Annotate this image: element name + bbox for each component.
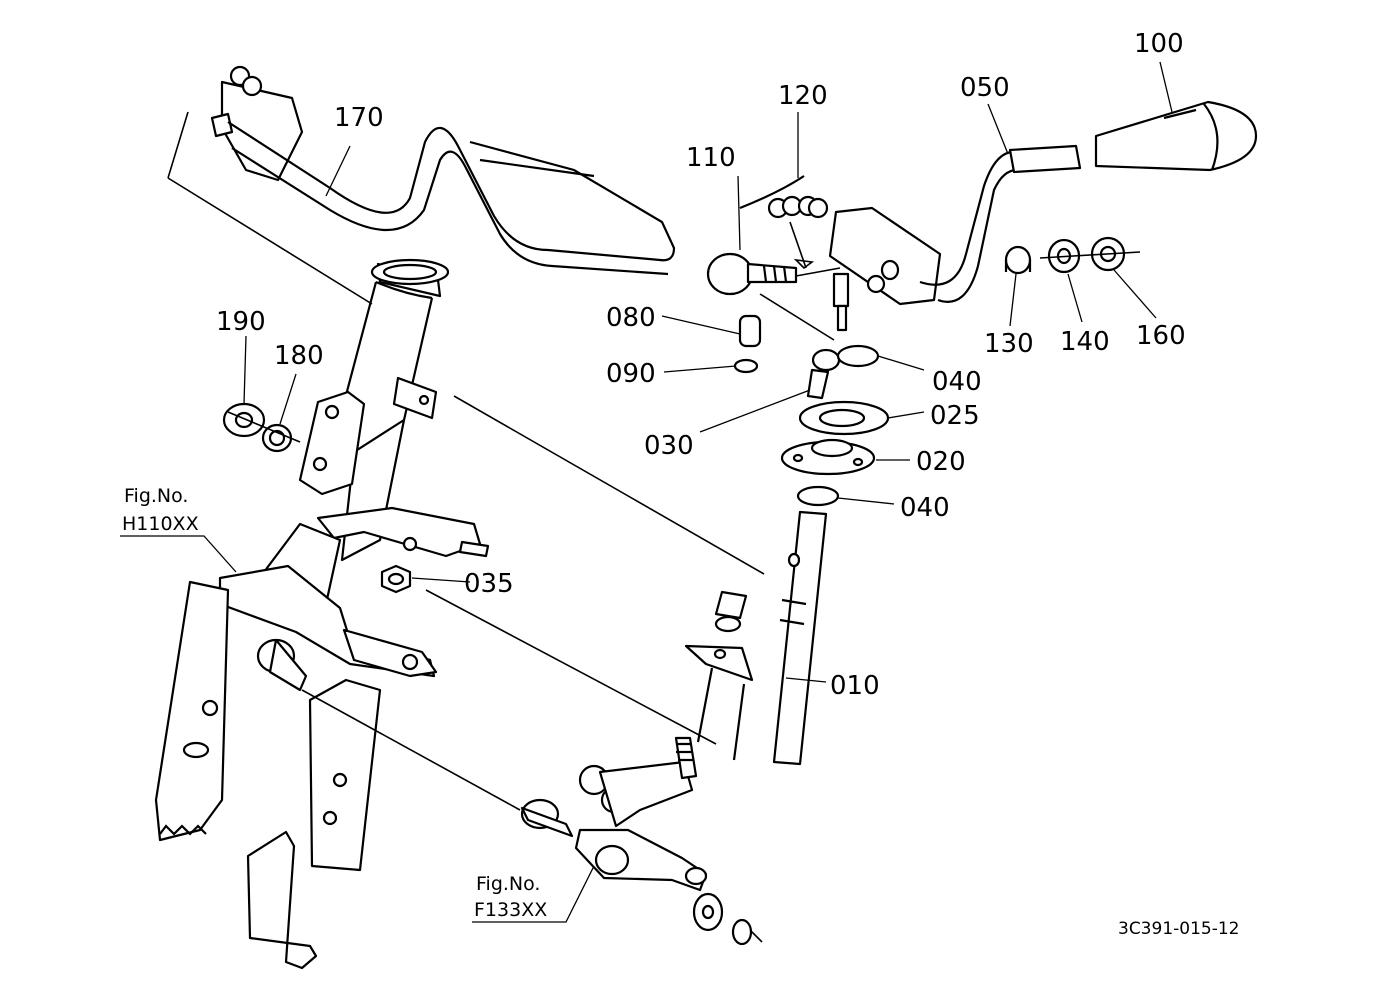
label-035: 035	[464, 569, 514, 599]
figure-ref-f133xx: Fig.No. F133XX	[474, 873, 547, 921]
part-090-washer	[733, 358, 759, 374]
lever-bracket	[828, 206, 942, 332]
part-025-gasket	[798, 400, 890, 436]
part-040-clip-upper	[836, 344, 880, 368]
leader-lines	[120, 61, 1173, 923]
label-050: 050	[960, 73, 1010, 103]
figure-ref-prefix: Fig.No.	[476, 873, 540, 895]
part-030-bolt	[806, 348, 841, 400]
label-010: 010	[830, 671, 880, 701]
part-100-knob	[1094, 100, 1258, 172]
mount-plate-left	[298, 376, 438, 496]
part-130-bushing	[1004, 245, 1032, 275]
part-050-lever	[919, 144, 1082, 303]
lower-linkage	[520, 736, 753, 946]
assembly-guide-lines	[167, 111, 1141, 943]
label-140: 140	[1060, 327, 1110, 357]
figure-ref-prefix: Fig.No.	[124, 485, 188, 507]
label-040-upper: 040	[932, 367, 982, 397]
part-190-nut	[222, 402, 266, 438]
label-090: 090	[606, 359, 656, 389]
figure-ref-h110xx: Fig.No. H110XX	[122, 485, 199, 535]
part-040-clip-lower	[796, 485, 840, 507]
part-080-spacer	[738, 314, 762, 348]
label-160: 160	[1136, 321, 1186, 351]
part-110-pin	[706, 252, 798, 296]
label-110: 110	[686, 143, 736, 173]
label-080: 080	[606, 303, 656, 333]
part-170-rod	[210, 65, 676, 276]
part-010-shaft	[684, 510, 828, 766]
part-020-flange	[780, 438, 876, 476]
label-120: 120	[778, 81, 828, 111]
label-040-lower: 040	[900, 493, 950, 523]
figure-ref-code: F133XX	[474, 899, 547, 921]
label-190: 190	[216, 307, 266, 337]
part-labels: 170 190 180 120 110 050 100 080 090 030 …	[216, 29, 1186, 701]
label-100: 100	[1134, 29, 1184, 59]
label-025: 025	[930, 401, 980, 431]
part-120-spring	[739, 175, 829, 219]
label-130: 130	[984, 329, 1034, 359]
figure-ref-code: H110XX	[122, 513, 199, 535]
label-180: 180	[274, 341, 324, 371]
label-170: 170	[334, 103, 384, 133]
label-020: 020	[916, 447, 966, 477]
bracket-assembly	[154, 506, 490, 970]
drawing-code: 3C391-015-12	[1118, 919, 1239, 939]
part-035-nut	[380, 564, 412, 594]
label-030: 030	[644, 431, 694, 461]
